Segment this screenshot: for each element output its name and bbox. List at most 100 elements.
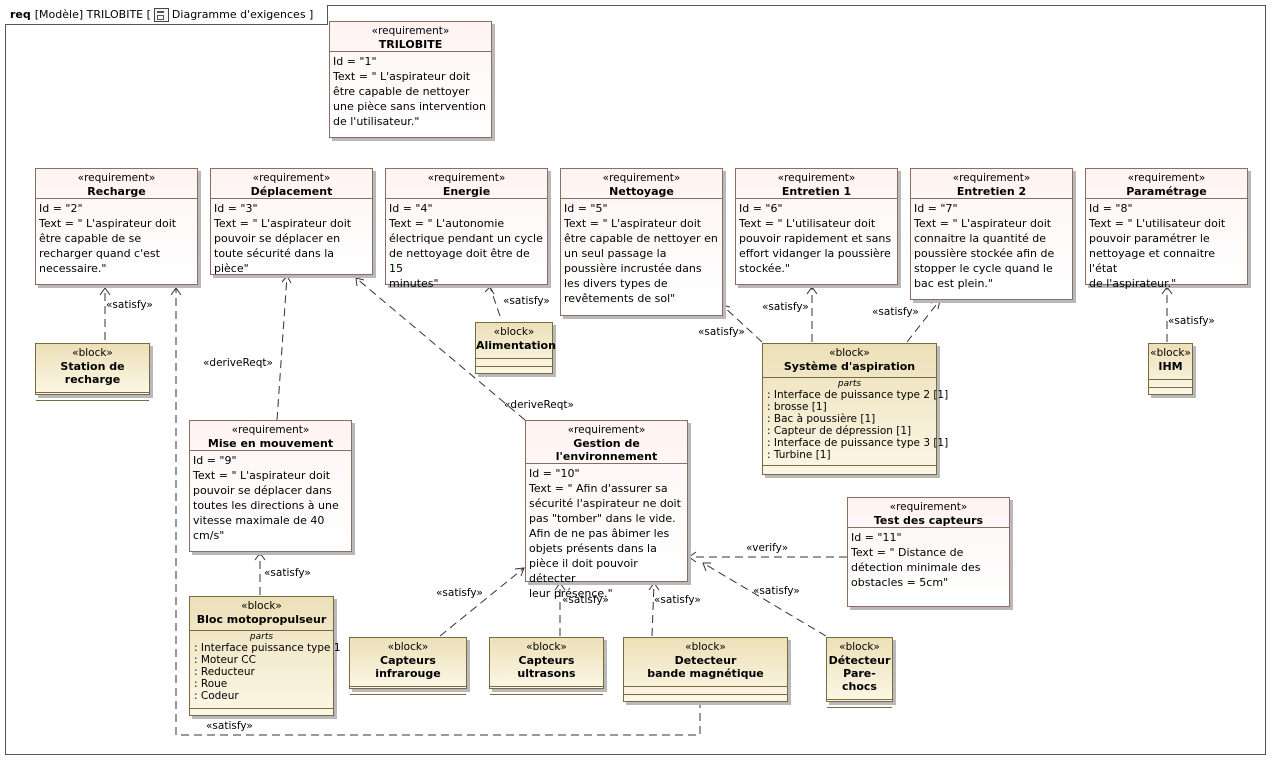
- requirement-id: Id = "6": [739, 202, 783, 215]
- requirement-text: Text = " L'aspirateur doit pouvoir se dé…: [214, 217, 352, 275]
- requirement-text: Text = " L'aspirateur doit pouvoir se dé…: [193, 469, 339, 542]
- part-item: : Bac à poussière [1]: [767, 413, 876, 425]
- satisfy-label: «satisfy»: [654, 594, 701, 606]
- requirement-gestion-environnement[interactable]: «requirement»Gestion de l'environnement …: [525, 420, 688, 600]
- block-name: Capteurs infrarouge: [375, 654, 441, 680]
- frame-diagram-name: Diagramme d'exigences: [171, 8, 306, 21]
- requirement-id: Id = "3": [214, 202, 258, 215]
- stereotype: «block»: [685, 641, 726, 653]
- derive-label: «deriveReqt»: [504, 399, 574, 411]
- satisfy-label: «satisfy»: [503, 295, 550, 307]
- requirement-id: Id = "9": [193, 454, 237, 467]
- stereotype: «requirement»: [567, 424, 646, 436]
- requirement-name: Entretien 1: [781, 185, 852, 198]
- requirement-id: Id = "11": [851, 531, 902, 544]
- block-capteurs-infrarouge[interactable]: «block»Capteurs infrarouge: [349, 637, 467, 695]
- requirement-name: Déplacement: [250, 185, 333, 198]
- stereotype: «block»: [387, 641, 429, 653]
- requirement-mise-en-mouvement[interactable]: «requirement»Mise en mouvement Id = "9" T…: [189, 420, 352, 552]
- part-item: : Codeur: [194, 690, 239, 702]
- satisfy-label: «satisfy»: [206, 720, 253, 732]
- stereotype: «block»: [72, 347, 113, 359]
- block-name: Alimentation: [476, 339, 556, 352]
- part-item: : Reducteur: [194, 666, 255, 678]
- parts-compartment-title: parts: [249, 632, 274, 642]
- requirement-test-capteurs[interactable]: «requirement»Test des capteurs Id = "11"…: [847, 497, 1010, 607]
- part-item: : Moteur CC: [194, 654, 256, 666]
- derive-label: «deriveReqt»: [203, 357, 273, 369]
- diagram-frame: [5, 5, 1266, 755]
- requirement-deplacement[interactable]: «requirement»Déplacement Id = "3" Text = …: [210, 168, 373, 275]
- block-name: IHM: [1158, 360, 1183, 373]
- requirement-text: Text = " L'utilisateur doit pouvoir rapi…: [739, 217, 892, 275]
- satisfy-label: «satisfy»: [753, 585, 800, 597]
- parts-compartment-title: parts: [837, 379, 862, 389]
- block-station-recharge[interactable]: «block»Station de recharge: [35, 343, 150, 401]
- part-item: : Turbine [1]: [767, 449, 831, 461]
- diagram-frame-title: req [Modèle] TRILOBITE [ Diagramme d'exi…: [5, 5, 329, 25]
- stereotype: «requirement»: [77, 172, 156, 184]
- stereotype: «requirement»: [427, 172, 506, 184]
- satisfy-label: «satisfy»: [106, 299, 153, 311]
- requirement-entretien-2[interactable]: «requirement»Entretien 2 Id = "7"Text = …: [910, 168, 1073, 300]
- satisfy-label: «satisfy»: [698, 326, 745, 338]
- block-bloc-motopropulseur[interactable]: «block»Bloc motopropulseur parts : Inter…: [189, 596, 341, 716]
- requirement-name: Nettoyage: [609, 185, 674, 198]
- satisfy-label: «satisfy»: [562, 594, 609, 606]
- requirement-name: Energie: [442, 185, 491, 198]
- stereotype: «block»: [493, 326, 535, 338]
- block-alimentation[interactable]: «block»Alimentation: [475, 322, 556, 374]
- stereotype: «requirement»: [371, 25, 450, 37]
- requirement-id: Id = "7": [914, 202, 958, 215]
- block-capteurs-ultrasons[interactable]: «block»Capteurs ultrasons: [489, 637, 604, 695]
- requirement-text: Text = " L'utilisateur doit pouvoir para…: [1089, 217, 1226, 290]
- stereotype: «requirement»: [952, 172, 1031, 184]
- requirement-nettoyage[interactable]: «requirement»Nettoyage Id = "5" Text = " …: [560, 168, 723, 316]
- part-item: : Interface puissance type 1: [194, 642, 341, 654]
- requirement-parametrage[interactable]: «requirement»Paramétrage Id = "8"Text = …: [1085, 168, 1248, 290]
- block-detecteur-pare-chocs[interactable]: «block»Détecteur Pare-chocs: [826, 637, 893, 708]
- stereotype: «block»: [526, 641, 567, 653]
- block-name: Station de recharge: [60, 360, 125, 386]
- block-ihm[interactable]: «block»IHM: [1148, 343, 1193, 395]
- stereotype: «requirement»: [602, 172, 681, 184]
- requirement-name: Mise en mouvement: [207, 437, 334, 450]
- part-item: : Interface de puissance type 3 [1]: [767, 437, 949, 449]
- block-name: Capteurs ultrasons: [517, 654, 576, 680]
- stereotype: «block»: [829, 347, 870, 359]
- block-detecteur-bande-magnetique[interactable]: «block»Detecteur bande magnétique: [623, 637, 788, 702]
- requirement-text: Text = " Distance de détection minimale …: [851, 546, 981, 589]
- requirement-text: Text = " L'autonomie électrique pendant …: [389, 217, 543, 290]
- stereotype: «requirement»: [1127, 172, 1206, 184]
- requirement-name: Entretien 2: [956, 185, 1027, 198]
- requirement-id: Id = "2": [39, 202, 83, 215]
- requirement-trilobite[interactable]: «requirement»TRILOBITE Id = "1"Text = " …: [329, 21, 492, 138]
- stereotype: «requirement»: [889, 501, 968, 513]
- requirement-text: Text = " L'aspirateur doit être capable …: [333, 70, 486, 128]
- requirement-id: Id = "10": [529, 467, 580, 480]
- frame-model: [Modèle]: [34, 8, 84, 21]
- requirement-id: Id = "8": [1089, 202, 1133, 215]
- block-name: Bloc motopropulseur: [196, 613, 327, 626]
- block-name: Detecteur bande magnétique: [647, 654, 764, 680]
- requirement-recharge[interactable]: «requirement»Recharge Id = "2"Text = " L…: [35, 168, 198, 285]
- block-systeme-aspiration[interactable]: «block»Système d'aspiration parts : Inte…: [762, 343, 949, 475]
- requirement-energie[interactable]: «requirement»Energie Id = "4"Text = " L'…: [385, 168, 548, 290]
- part-item: : brosse [1]: [767, 401, 827, 413]
- stereotype: «requirement»: [252, 172, 331, 184]
- stereotype: «requirement»: [231, 424, 310, 436]
- requirement-id: Id = "1": [333, 55, 377, 68]
- satisfy-label: «satisfy»: [436, 587, 483, 599]
- frame-kind: req: [10, 8, 31, 21]
- frame-name: TRILOBITE: [86, 8, 144, 21]
- diagram-icon: [153, 7, 169, 22]
- requirement-name: Recharge: [87, 185, 146, 198]
- stereotype: «block»: [241, 600, 282, 612]
- requirement-text: Text = " Afin d'assurer sa sécurité l'as…: [529, 482, 681, 600]
- requirement-name: Gestion de l'environnement: [555, 437, 658, 463]
- part-item: : Roue: [194, 678, 228, 690]
- requirement-text: Text = " L'aspirateur doit être capable …: [564, 217, 718, 305]
- stereotype: «block»: [839, 641, 880, 653]
- requirement-id: Id = "5": [564, 202, 608, 215]
- requirement-entretien-1[interactable]: «requirement»Entretien 1 Id = "6"Text = …: [735, 168, 898, 285]
